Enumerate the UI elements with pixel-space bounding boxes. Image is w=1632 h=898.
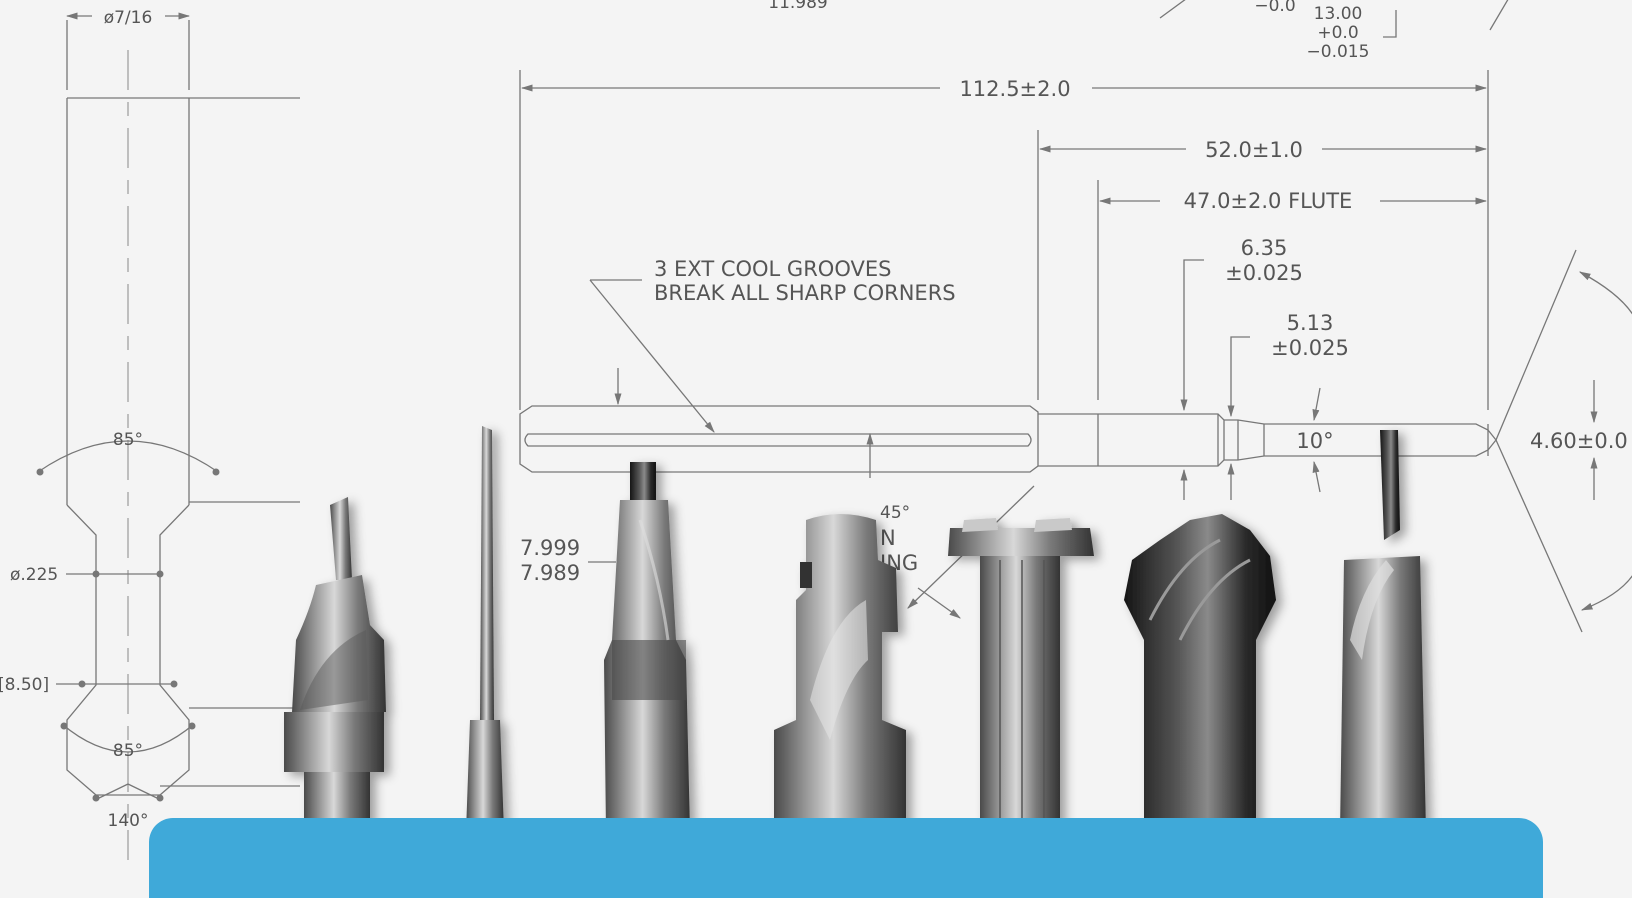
tip-diameter-label: 4.60±0.0 [1530, 429, 1628, 453]
cutting-tools [284, 426, 1426, 832]
right-tool-drawing: 11.989 −0.0 13.00 +0.0 −0.015 112.5±2.0 … [519, 0, 1632, 633]
taper-angle-label: 10° [1296, 429, 1333, 453]
dia-6-value: 6.35 [1241, 236, 1288, 260]
bracket-value-label: [8.50] [0, 675, 49, 695]
tool-long-reamer [466, 426, 504, 832]
partial-n-label: N [880, 526, 896, 550]
technical-drawing: ø7/16 85° ø.225 [8.50] 85° [0, 0, 1632, 860]
dia-13-value: 13.00 [1314, 4, 1363, 24]
neck-diameter-label: ø.225 [10, 565, 58, 585]
cut-top-value: 11.989 [768, 0, 827, 13]
left-tool-drawing: ø7/16 85° ø.225 [8.50] 85° [0, 8, 300, 860]
dia-13-minus: −0.015 [1307, 42, 1370, 62]
upper-angle-label: 85° [113, 430, 143, 450]
tool-t-slot-cutter [948, 518, 1094, 832]
tip-angle-label: 140° [108, 811, 149, 831]
body-length-label: 52.0±1.0 [1205, 138, 1303, 162]
blue-banner [149, 818, 1543, 898]
note-line-2: BREAK ALL SHARP CORNERS [654, 281, 956, 305]
overall-length-label: 112.5±2.0 [959, 77, 1070, 101]
tool-back-chamfer [1340, 430, 1426, 832]
dia-5-tolerance: ±0.025 [1271, 336, 1349, 360]
dia-5-value: 5.13 [1287, 311, 1334, 335]
tool-end-mill [1124, 514, 1276, 832]
tool-counterbore [774, 514, 906, 832]
tool-form-tool [604, 462, 690, 832]
tool-step-drill [284, 497, 386, 832]
left-value-lower: 7.989 [520, 561, 580, 585]
lower-angle-label: 85° [113, 741, 143, 761]
left-value-upper: 7.999 [520, 536, 580, 560]
flute-length-label: 47.0±2.0 FLUTE [1184, 189, 1353, 213]
dia-6-tolerance: ±0.025 [1225, 261, 1303, 285]
top-diameter-label: ø7/16 [104, 8, 153, 28]
note-line-1: 3 EXT COOL GROOVES [654, 257, 891, 281]
cut-top-tolerance: −0.0 [1254, 0, 1295, 16]
partial-chamfer-label: 45° [880, 503, 910, 523]
dia-13-plus: +0.0 [1317, 23, 1358, 43]
